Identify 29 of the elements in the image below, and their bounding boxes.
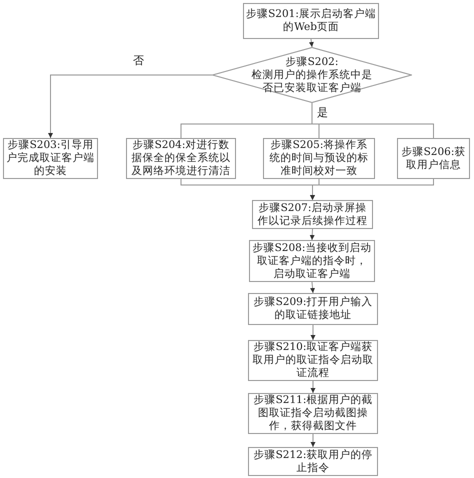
step-text: 检测用户的操作系统中是否已安装取证客户端 (250, 68, 374, 94)
step-text: 步骤S201:展示启动客户端的Web页面 (246, 8, 376, 34)
process-box (397, 138, 470, 179)
step-text: 步骤S211:根据用户的截图取证指令启动截图操作，获得截图文件 (252, 394, 374, 433)
step-text: 步骤S209:打开用户输入的取证链接地址 (252, 296, 374, 322)
step-text: 步骤S205:将操作系统的时间与预设的标准时间校对一致 (268, 139, 370, 178)
step-text: 步骤S206:获取用户信息 (400, 146, 466, 172)
step-text: 步骤S210:取证客户端获取用户的取证指令启动取证流程 (252, 341, 374, 380)
arrow (310, 178, 434, 200)
step-text: 步骤S203:引导用户完成取证客户端的安装 (6, 139, 95, 178)
process-box (243, 3, 379, 39)
step-text: 步骤S204:对进行数据保全的保全系统以及网络环境进行清洁 (130, 139, 232, 178)
process-box (248, 293, 378, 325)
arrow (308, 38, 314, 48)
arrow (310, 380, 316, 394)
step-text: 步骤S208:当接收到启动取证客户端的指令时，启动取证客户端 (252, 242, 372, 280)
step-text: 步骤S212:获取用户的停止指令 (252, 448, 374, 474)
arrow (310, 434, 316, 448)
step-text: 步骤S202: (286, 56, 338, 68)
arrow (310, 228, 315, 240)
process-box (248, 447, 378, 476)
step-text: 步骤S207:启动录屏操作以记录后续操作过程 (256, 202, 368, 228)
arrow (48, 74, 212, 138)
arrow (310, 324, 316, 340)
process-box (252, 200, 373, 229)
edge-label: 是 (316, 105, 329, 120)
arrow (310, 282, 316, 294)
decision-diamond (212, 47, 412, 103)
edge-label: 否 (132, 53, 145, 68)
